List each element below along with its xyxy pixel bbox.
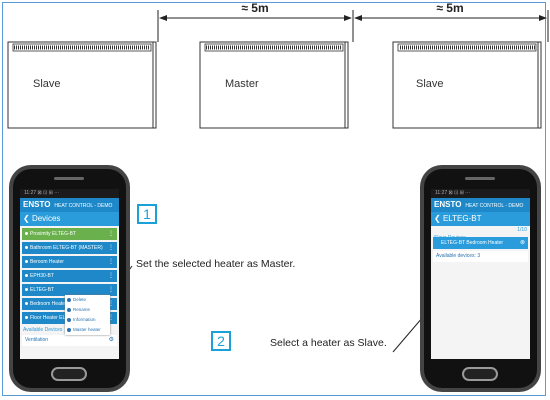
dimension-arrowhead: [539, 15, 547, 21]
available-devices-label: Available Devices: [23, 327, 63, 333]
app-name: HEAT CONTROL - DEMO: [54, 203, 113, 209]
status-bar: 11:27 ⊠ ⊡ ⊞ ···: [431, 189, 530, 198]
diagram-frame: [2, 2, 546, 396]
device-row[interactable]: EPH30-BT ⋮: [22, 270, 117, 282]
more-options-icon[interactable]: ⋮: [108, 231, 114, 237]
device-status-icon: [25, 288, 28, 291]
more-options-icon[interactable]: ⋮: [108, 259, 114, 265]
back-chevron-icon[interactable]: ❮: [434, 214, 441, 223]
slave-device-name: ELTEG-BT Bedroom Heater: [441, 240, 504, 246]
slave-device-row[interactable]: ELTEG-BT Bedroom Heater ⊗: [433, 237, 528, 249]
brand-logo: ENSTO: [434, 200, 462, 209]
device-row[interactable]: Beroom Heater ⋮: [22, 256, 117, 268]
device-name: EPH30-BT: [30, 273, 54, 279]
status-bar: 11:27 ⊠ ⊡ ⊞ ···: [20, 189, 119, 198]
device-row[interactable]: Proximity ELTEG-BT ⋮: [22, 228, 117, 240]
back-chevron-icon[interactable]: ❮: [23, 214, 30, 223]
phone-speaker: [465, 177, 495, 180]
heater-label-slave-left: Slave: [33, 78, 61, 90]
slave-devices-header: Slave Devices 1/10: [431, 226, 530, 241]
more-options-icon[interactable]: ⋮: [108, 301, 114, 307]
step-number-1: 1: [137, 204, 157, 224]
heater-master: [199, 41, 349, 129]
home-button[interactable]: [462, 367, 498, 381]
device-name: Bedroom Heater: [30, 301, 67, 307]
device-row[interactable]: ELTEG-BT ⋮: [22, 284, 117, 296]
device-row[interactable]: Bathroom ELTEG-BT (MASTER) ⋮: [22, 242, 117, 254]
available-devices-label: Available devices: 3: [433, 251, 528, 262]
more-options-icon[interactable]: ⋮: [108, 273, 114, 279]
dimension-label: ≈ 5m: [241, 1, 268, 15]
available-device-row[interactable]: Ventilation ⚙: [22, 335, 117, 346]
more-options-icon[interactable]: ⋮: [108, 245, 114, 251]
screen-title: ELTEG-BT: [442, 214, 482, 223]
device-status-icon: [25, 302, 28, 305]
screen-title-bar: ❮ ELTEG-BT: [431, 212, 530, 226]
step-caption-2: Select a heater as Slave.: [270, 337, 387, 349]
step-number-2: 2: [211, 331, 231, 351]
context-menu-item[interactable]: Information: [65, 315, 110, 325]
context-menu-item[interactable]: Delete: [65, 295, 110, 305]
more-options-icon[interactable]: ⋮: [108, 287, 114, 293]
dimension-arrowhead: [159, 15, 167, 21]
device-status-icon: [25, 260, 28, 263]
slave-count: 1/10: [517, 227, 527, 233]
context-menu-item[interactable]: Master heater: [65, 325, 110, 335]
device-status-icon: [25, 274, 28, 277]
more-options-icon[interactable]: ⋮: [108, 315, 114, 321]
settings-icon[interactable]: ⚙: [108, 337, 114, 343]
screen-title-bar: ❮ Devices: [20, 212, 119, 226]
dimension-arrowhead: [344, 15, 352, 21]
device-name: Proximity ELTEG-BT: [30, 231, 77, 237]
home-button[interactable]: [51, 367, 87, 381]
device-name: Floor Heater ELTEG-BT: [30, 315, 84, 321]
device-status-icon: [25, 316, 28, 319]
heater-slave-left: [7, 41, 157, 129]
phone-speaker: [54, 177, 84, 180]
available-device-name: Ventilation: [25, 337, 49, 343]
brand-logo: ENSTO: [23, 200, 51, 209]
device-name: Beroom Heater: [30, 259, 64, 265]
device-status-icon: [25, 246, 28, 249]
device-name: ELTEG-BT: [30, 287, 55, 293]
screen-title: Devices: [31, 214, 61, 223]
context-menu-item[interactable]: Rename: [65, 305, 110, 315]
device-name: Bathroom ELTEG-BT (MASTER): [30, 245, 103, 251]
step-caption-1: Set the selected heater as Master.: [136, 258, 296, 270]
dimension-arrowhead: [354, 15, 362, 21]
heater-label-master: Master: [225, 78, 259, 90]
device-status-icon: [25, 232, 28, 235]
dimension-label: ≈ 5m: [436, 1, 463, 15]
heater-label-slave-right: Slave: [416, 78, 444, 90]
heater-slave-right: [392, 41, 542, 129]
unlink-icon[interactable]: ⊗: [519, 240, 525, 246]
app-name: HEAT CONTROL - DEMO: [465, 203, 524, 209]
